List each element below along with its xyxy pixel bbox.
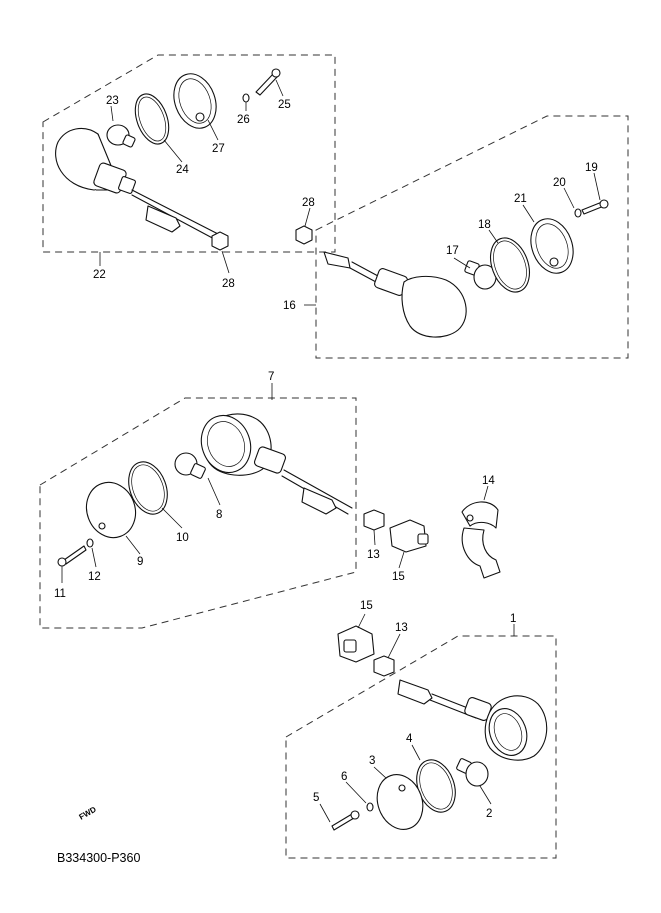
assembly-22 (42, 54, 336, 274)
part-25-screw (255, 68, 281, 96)
part-11-screw (57, 545, 87, 567)
part-15-cap-upper (389, 519, 429, 553)
part-27-rim (173, 73, 217, 129)
callout-11: 11 (54, 588, 66, 600)
part-5-screw (331, 810, 360, 831)
assembly-1 (285, 624, 557, 859)
callout-12: 12 (88, 571, 101, 583)
loose-parts-middle (363, 485, 501, 579)
part-28-nut-left (211, 231, 229, 251)
callout-1: 1 (510, 613, 516, 625)
assembly-7 (39, 383, 357, 629)
part-21-rim (530, 218, 574, 274)
assembly-16 (295, 115, 629, 359)
callout-6: 6 (341, 771, 347, 783)
part-12-washer (86, 538, 94, 548)
callout-13-lower: 13 (395, 622, 408, 634)
part-3-lens-cover (376, 774, 424, 830)
part-10-gasket (128, 461, 168, 515)
callout-10: 10 (176, 532, 189, 544)
callout-5: 5 (313, 792, 319, 804)
callout-18: 18 (478, 219, 491, 231)
callout-labels: 22 23 24 27 26 25 28 28 17 18 21 20 19 1… (54, 95, 598, 820)
callout-27: 27 (212, 143, 225, 155)
part-9-lens-cover (85, 481, 137, 539)
group-1-outline (285, 635, 557, 859)
diagram-code: B334300-P360 (57, 851, 140, 865)
callout-21: 21 (514, 193, 527, 205)
part-15-cap-lower (337, 625, 375, 663)
callout-16: 16 (283, 300, 296, 312)
callout-25: 25 (278, 99, 291, 111)
part-8-bulb (174, 452, 206, 479)
callout-24: 24 (176, 164, 189, 176)
callout-2: 2 (486, 808, 492, 820)
callout-22: 22 (93, 269, 106, 281)
callout-9: 9 (137, 556, 143, 568)
part-20-washer (574, 208, 582, 218)
part-26-washer (242, 93, 250, 103)
fwd-arrow-icon: FWD (78, 805, 98, 822)
part-28-nut-right (295, 225, 313, 245)
callout-13-upper: 13 (367, 549, 380, 561)
group-7-outline (39, 397, 357, 629)
part-19-screw (581, 199, 609, 215)
part-13-nut-upper (363, 509, 385, 531)
group-16-outline (315, 115, 629, 359)
callout-15-lower: 15 (360, 600, 373, 612)
callout-7: 7 (268, 371, 274, 383)
callout-19: 19 (585, 162, 598, 174)
part-14-bracket (461, 501, 501, 579)
callout-28-right: 28 (302, 197, 315, 209)
callout-14: 14 (482, 475, 495, 487)
part-13-nut-lower (373, 655, 395, 677)
part-23-bulb (106, 124, 136, 148)
group-22-outline (42, 54, 336, 253)
callout-28-left: 28 (222, 278, 235, 290)
fwd-label: FWD (78, 805, 98, 822)
loose-parts-bottom (337, 613, 401, 677)
part-2-bulb (456, 758, 489, 787)
part-17-bulb (464, 260, 497, 290)
callout-26: 26 (237, 114, 250, 126)
callout-15-upper: 15 (392, 571, 405, 583)
callout-23: 23 (106, 95, 119, 107)
callout-8: 8 (216, 509, 222, 521)
part-6-washer (366, 802, 374, 812)
callout-17: 17 (446, 245, 459, 257)
callout-20: 20 (553, 177, 566, 189)
callout-3: 3 (369, 755, 375, 767)
part-24-gasket (134, 93, 170, 145)
callout-4: 4 (406, 733, 413, 745)
